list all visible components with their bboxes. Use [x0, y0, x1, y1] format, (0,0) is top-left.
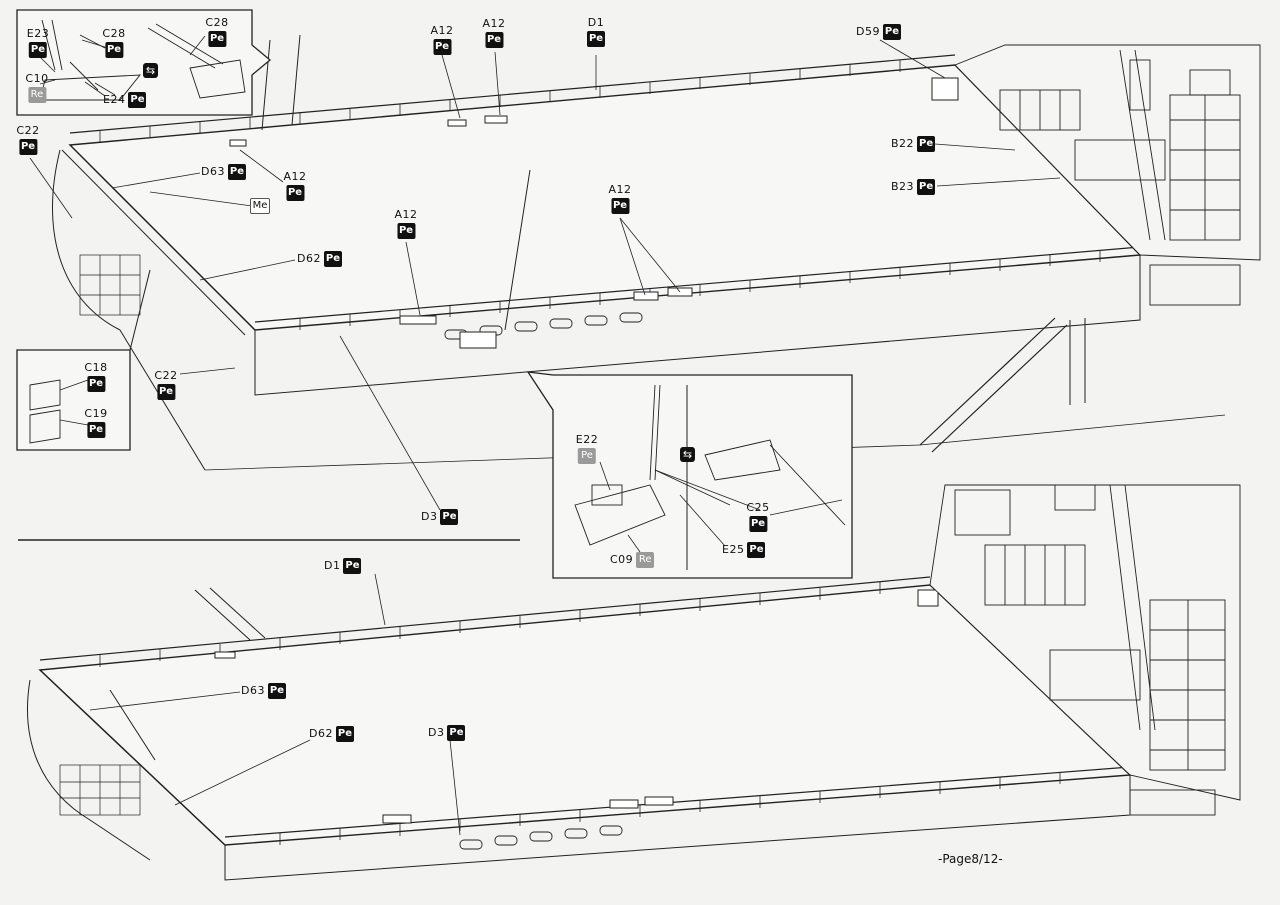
swap-arrows-icon: ⇆: [680, 447, 695, 462]
inset-box-top-left: [16, 9, 272, 116]
top-island-superstructure: [954, 44, 1261, 306]
inset-box-center: [526, 371, 853, 579]
swap-arrows-icon: ⇆: [143, 63, 158, 78]
material-label: Me: [250, 198, 270, 214]
page-number: -Page8/12-: [938, 852, 1003, 866]
inset-center-parts: [574, 384, 846, 546]
inset-box-left: [16, 349, 131, 451]
bottom-flight-deck: [27, 576, 1132, 881]
bottom-island-superstructure: [929, 484, 1241, 816]
inset-left-parts: [29, 379, 61, 444]
leader-lines: [29, 35, 1061, 836]
